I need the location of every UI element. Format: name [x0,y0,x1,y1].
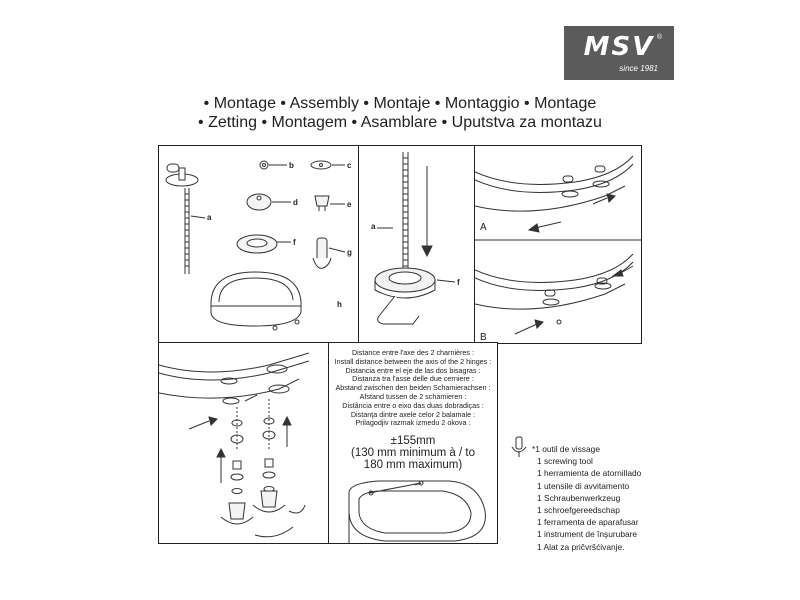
part-label-e: e [347,200,352,209]
bolt-label-a: a [371,222,376,231]
part-label-f: f [293,238,296,247]
toilet-topview-illustration [348,480,486,543]
parts-panel: a b c d e f g h [158,145,360,344]
part-label-h: h [337,300,342,309]
step-ab-illustration [475,155,641,335]
distance-instructions: Distance entre l'axe des 2 charnières : … [329,348,497,428]
screwing-tool-icon [511,436,527,457]
part-label-b: b [289,161,294,170]
bolt-panel: a f [358,145,476,344]
tool-line-fr: *1 outil de vissage [532,444,600,454]
distance-line-nl: Afstand tussen de 2 schamieren : [359,391,467,401]
title-line-2: • Zetting • Montagem • Asamblare • Uputs… [198,114,602,131]
brand-name: MSV [583,32,655,62]
measurement-value: ±155mm [390,435,436,447]
distance-line-sr: Prilagodjiv razmak izmedu 2 okova : [355,418,471,428]
title-line-1: • Montage • Assembly • Montaje • Montagg… [203,95,597,112]
part-label-d: d [293,198,298,207]
mounting-illustration [159,352,310,538]
part-label-g: g [347,248,352,257]
tool-line-pt: 1 ferramenta de aparafusar [537,517,639,528]
tool-line-en: 1 screwing tool [537,456,593,467]
distance-line-es: Distancia entre el eje de las dos bisagr… [345,365,481,375]
distance-line-de: Abstand zwischen den beiden Schamierachs… [335,383,491,393]
tool-line-it: 1 utensile di avvitamento [537,480,630,491]
step-label-a: A [480,222,487,233]
brand-since: since 1981 [619,64,658,73]
tool-line-es: 1 herramienta de atornillado [537,468,642,479]
tool-line-nl: 1 schroefgereedschap [537,505,620,516]
part-label-a: a [207,213,212,222]
distance-panel: Distance entre l'axe des 2 charnières : … [328,342,498,544]
distance-line-it: Distanza tra l'asse delle due cerniere : [352,374,474,384]
part-label-c: c [347,161,352,170]
measurement-range-2: 180 mm maximum) [363,459,463,471]
distance-line-fr: Distance entre l'axe des 2 charnières : [351,348,475,357]
bolt-illustration [374,152,456,325]
tool-list: *1 outil de vissage 1 screwing tool 1 he… [532,443,641,553]
tool-line-ro: 1 instrument de înşurubare [537,529,638,540]
registered-mark: ® [656,34,662,41]
step-ab-panel: A B [474,145,642,344]
brand-logo: MSV ® since 1981 [564,26,674,80]
distance-line-pt: Distância entre o eixo das duas dobradiç… [342,400,484,410]
measurement-block: ±155mm (130 mm minimum à / to 180 mm max… [329,435,497,471]
step-label-b: B [480,332,487,343]
parts-illustration [165,160,346,331]
measurement-range-1: (130 mm minimum à / to [351,447,475,459]
distance-line-ro: Distanţa dintre axele celor 2 balamale : [350,409,476,419]
bolt-label-f: f [457,278,460,287]
tool-line-de: 1 Schraubenwerkzeug [537,492,621,503]
mounting-panel [158,342,330,544]
distance-line-en: Install distance between the axis of the… [334,356,492,366]
tool-line-sr: 1 Alat za pričvršćivanje. [537,541,625,552]
